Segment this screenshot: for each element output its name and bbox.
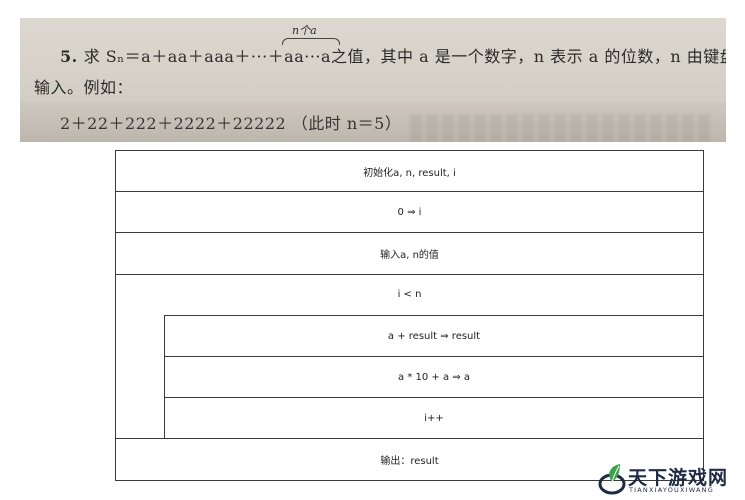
problem-number: 5.	[60, 47, 78, 66]
loop-step-2: a * 10 + a ⇒ a	[164, 356, 704, 398]
problem-line-1: 5. 求 Sₙ＝a＋aa＋aaa＋···＋aa···a之值，其中 a 是一个数字，…	[60, 43, 726, 67]
problem-photo: n个a 5. 求 Sₙ＝a＋aa＋aaa＋···＋aa···a之值，其中 a 是一…	[20, 18, 726, 142]
watermark-sub: TIANXIAYOUXIWANG	[629, 486, 714, 494]
step-assign-i: 0 ⇒ i	[115, 191, 704, 233]
overbrace-label: n个a	[292, 24, 317, 37]
watermark-brand: 天下游戏网	[628, 467, 729, 489]
bleed-through-text	[410, 114, 710, 142]
loop-step-3: i++	[164, 397, 704, 439]
problem-line-2: 输入。例如：	[34, 78, 134, 97]
overbrace	[282, 38, 340, 45]
watermark-logo: 天下游戏网 TIANXIAYOUXIWANG	[598, 462, 743, 498]
step-init: 初始化a, n, result, i	[115, 150, 704, 192]
problem-line-3: 2＋22＋222＋2222＋22222 （此时 n＝5）	[60, 114, 402, 133]
loop-condition: i < n	[397, 289, 422, 300]
problem-text-1: 求 Sₙ＝a＋aa＋aaa＋···＋aa···a之值，其中 a 是一个数字，n …	[83, 47, 726, 66]
step-output: 输出：result	[115, 438, 704, 481]
step-input: 输入a, n的值	[115, 232, 704, 275]
loop-step-1: a + result ⇒ result	[164, 315, 704, 357]
leaf-logo-icon	[598, 464, 626, 495]
